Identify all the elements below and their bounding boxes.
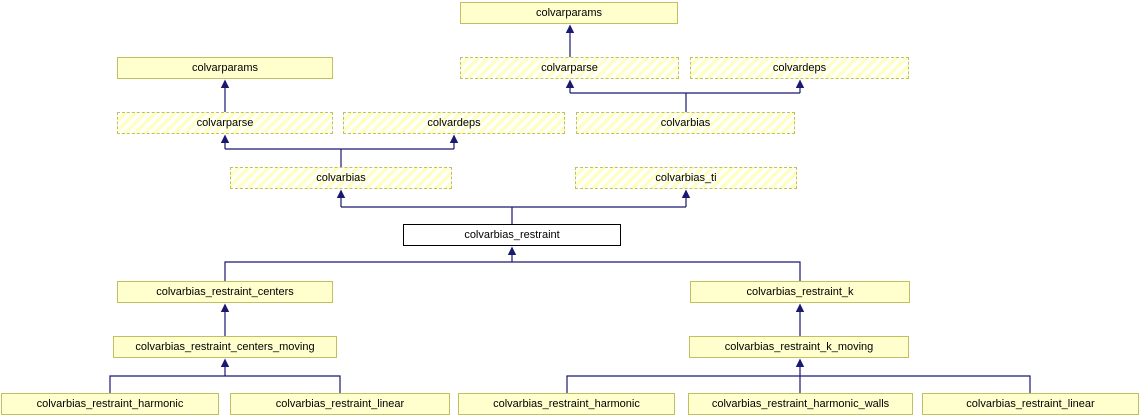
edge-parse2-params-top [565, 24, 575, 57]
edge-parse3-params-left [220, 79, 230, 112]
node-colvarparams-2[interactable]: colvarparams [117, 57, 333, 79]
node-colvarbias-restraint-k[interactable]: colvarbias_restraint_k [690, 281, 910, 303]
node-colvarbias-restraint-harmonic-b[interactable]: colvarbias_restraint_harmonic [458, 393, 675, 415]
edge-right-leaf-group [566, 358, 1031, 393]
node-colvardeps-3[interactable]: colvardeps [343, 112, 565, 134]
node-colvarbias-restraint-centers-moving[interactable]: colvarbias_restraint_centers_moving [113, 336, 337, 358]
node-colvardeps-2[interactable]: colvardeps [690, 57, 909, 79]
edge-restraint-parents [336, 189, 691, 224]
edge-k-moving [795, 303, 805, 336]
node-colvarbias-restraint[interactable]: colvarbias_restraint [403, 224, 621, 246]
node-colvarbias-4[interactable]: colvarbias [230, 167, 452, 189]
edge-centers-moving [220, 303, 230, 336]
edge-bias3-parents [565, 79, 805, 112]
node-colvarparse-2[interactable]: colvarparse [460, 57, 679, 79]
node-colvarbias-restraint-centers[interactable]: colvarbias_restraint_centers [117, 281, 333, 303]
node-colvarbias-restraint-linear-a[interactable]: colvarbias_restraint_linear [230, 393, 450, 415]
edge-bias4-parents [220, 134, 459, 167]
edge-centers-k-to-restraint [224, 246, 801, 281]
node-colvarbias-3[interactable]: colvarbias [576, 112, 795, 134]
node-colvarparams-base[interactable]: colvarparams [460, 2, 678, 24]
node-colvarbias-restraint-harmonic-walls[interactable]: colvarbias_restraint_harmonic_walls [688, 393, 913, 415]
node-colvarbias-restraint-harmonic-a[interactable]: colvarbias_restraint_harmonic [1, 393, 219, 415]
edge-left-leaf-group [109, 358, 341, 393]
node-colvarbias-ti[interactable]: colvarbias_ti [575, 167, 797, 189]
node-colvarbias-restraint-k-moving[interactable]: colvarbias_restraint_k_moving [689, 336, 909, 358]
node-colvarbias-restraint-linear-b[interactable]: colvarbias_restraint_linear [922, 393, 1139, 415]
node-colvarparse-3[interactable]: colvarparse [117, 112, 333, 134]
